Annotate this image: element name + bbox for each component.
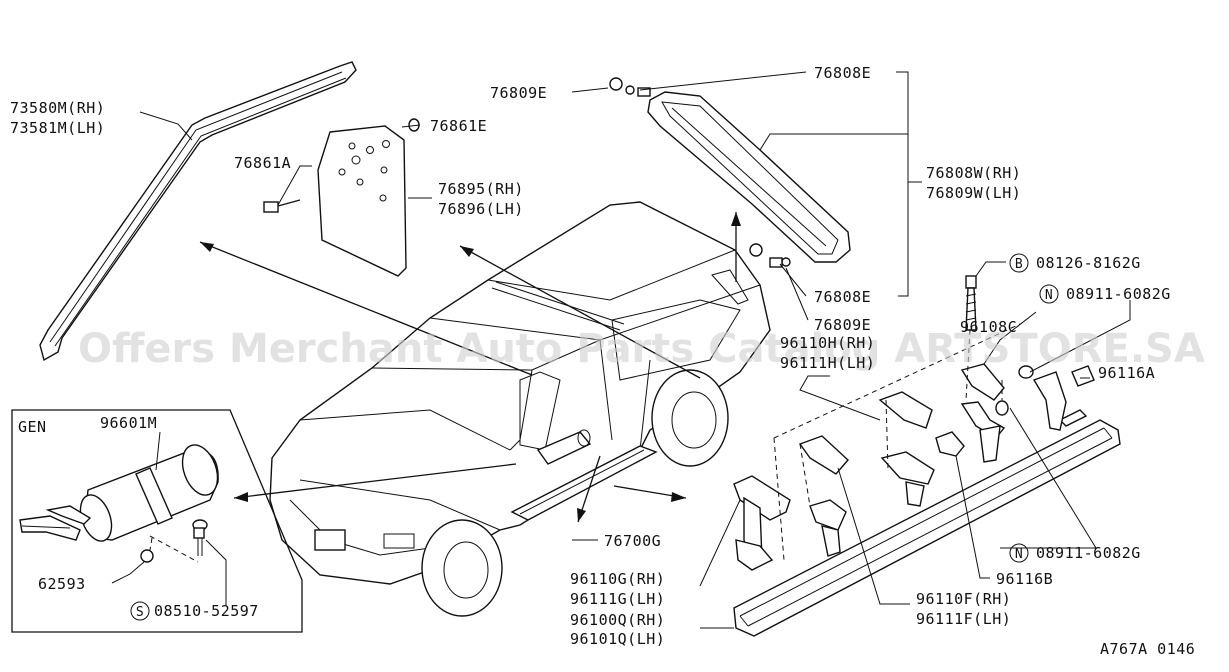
label-96110f: 96110F(RH) [916,590,1011,608]
label-08911-top: 08911-6082G [1066,285,1171,303]
label-96111h: 96111H(LH) [780,354,875,372]
running-board [733,409,1121,637]
inset-box [11,409,303,633]
leader-lines [111,71,1131,629]
label-96101q: 96101Q(LH) [570,630,665,648]
label-96111f: 96111F(LH) [916,610,1011,628]
label-96116a: 96116A [1098,364,1155,382]
circled-symbols: B N N S [130,253,1059,621]
s-marker-symbol: S [136,605,144,620]
roof-molding [39,61,357,362]
cabin-extinguisher [536,429,592,465]
inset-title: GEN [18,418,47,436]
label-08126: 08126-8162G [1036,254,1141,272]
label-76808w: 76808W(RH) [926,164,1021,182]
label-76861a: 76861A [234,154,291,172]
label-76808e-bottom: 76808E [814,288,871,306]
pointer-arrows [199,212,741,523]
drawing-code: A767A 0146 [1100,640,1195,658]
mud-flap [263,118,420,277]
b-marker-symbol: B [1015,257,1023,272]
label-96108c: 96108C [960,318,1017,336]
label-76700g: 76700G [604,532,661,550]
label-76896: 76896(LH) [438,200,524,218]
label-76809w: 76809W(LH) [926,184,1021,202]
label-96111g: 96111G(LH) [570,590,665,608]
label-96116b: 96116B [996,570,1053,588]
label-73580m: 73580M(RH) [10,99,105,117]
dashed-guides [773,323,1021,561]
label-76808e-top: 76808E [814,64,871,82]
label-08510: 08510-52597 [154,602,259,620]
inset-extinguisher [19,444,219,563]
label-76861e: 76861E [430,117,487,135]
watermark: Offers Merchant Auto Parts Catalog ARTST… [78,326,1205,372]
label-73581m: 73581M(LH) [10,119,105,137]
n-marker-symbol-bottom: N [1015,547,1023,562]
label-96110h: 96110H(RH) [780,334,875,352]
body-step [510,445,658,521]
label-62593: 62593 [38,575,86,593]
stop-lamp [609,77,851,268]
n-marker-symbol-top: N [1045,288,1053,303]
label-96100q: 96100Q(RH) [570,611,665,629]
brackets [733,275,1095,571]
label-76809e-bottom: 76809E [814,316,871,334]
label-76895: 76895(RH) [438,180,524,198]
label-76809e-top: 76809E [490,84,547,102]
part-labels: 73580M(RH) 73581M(LH) 76861E 76861A 7689… [10,64,1195,658]
label-96110g: 96110G(RH) [570,570,665,588]
wheels [421,369,729,617]
label-08911-bottom: 08911-6082G [1036,544,1141,562]
label-96601m: 96601M [100,414,157,432]
